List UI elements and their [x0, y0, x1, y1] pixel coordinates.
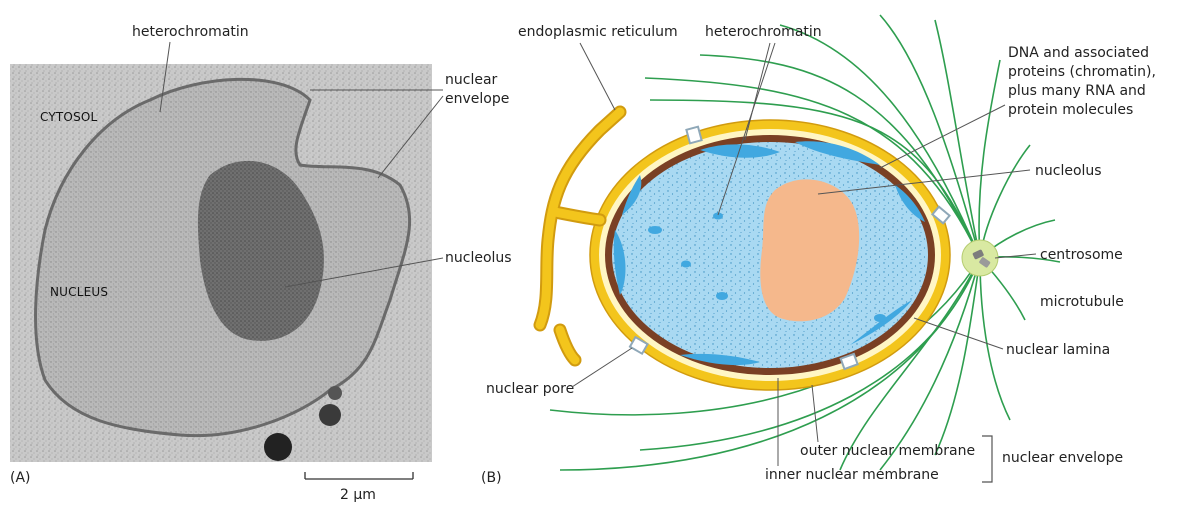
- panel-a-nuclear-envelope-label-1: nuclear: [445, 72, 498, 88]
- leader-line: [817, 169, 1031, 195]
- panel-b-nuclear-pore-label: nuclear pore: [486, 381, 574, 397]
- centrosome: [961, 239, 999, 277]
- leader-line: [377, 95, 444, 179]
- panel-a-nucleolus-label: nucleolus: [445, 250, 512, 266]
- micrograph-organelle: [264, 433, 292, 461]
- panel-b-dna-label-4: protein molecules: [1008, 102, 1133, 118]
- scale-bar: [304, 472, 414, 480]
- panel-b-heterochromatin-label: heterochromatin: [705, 24, 822, 40]
- nucleolus-shape: [760, 179, 860, 322]
- panel-a-tag: (A): [10, 470, 31, 486]
- panel-b-dna-label-1: DNA and associated: [1008, 45, 1149, 61]
- leader-line: [284, 257, 444, 288]
- micrograph-panel: [10, 64, 432, 462]
- panel-b-centrosome-label: centrosome: [1040, 247, 1123, 263]
- heterochromatin-patches: [613, 141, 925, 366]
- panel-b-microtubule-label: microtubule: [1040, 294, 1124, 310]
- micrograph-organelle: [328, 386, 342, 400]
- panel-b-nuclear-envelope-label: nuclear envelope: [1002, 450, 1123, 466]
- endoplasmic-reticulum-fill: [535, 107, 625, 365]
- micrograph-nucleolus: [197, 160, 324, 341]
- leader-line: [159, 41, 171, 113]
- leader-line: [879, 104, 1006, 169]
- nuclear-envelope-bracket: [982, 435, 993, 483]
- leader-line: [994, 253, 1037, 259]
- leader-line: [571, 347, 633, 388]
- panel-a-cytosol-label: CYTOSOL: [40, 110, 98, 124]
- leader-line: [811, 384, 819, 443]
- panel-b-dna-label-2: proteins (chromatin),: [1008, 64, 1156, 80]
- panel-b-nucleolus-label: nucleolus: [1035, 163, 1102, 179]
- panel-a-nuclear-envelope-label-2: envelope: [445, 91, 509, 107]
- leader-line: [913, 317, 1004, 350]
- panel-b-tag: (B): [481, 470, 502, 486]
- panel-b-dna-label-3: plus many RNA and: [1008, 83, 1146, 99]
- leader-line: [744, 42, 771, 141]
- panel-b-er-label: endoplasmic reticulum: [518, 24, 678, 40]
- scale-bar-label: 2 µm: [340, 487, 376, 503]
- panel-a-nucleus-label: NUCLEUS: [50, 285, 108, 299]
- panel-b-nuclear-lamina-label: nuclear lamina: [1006, 342, 1110, 358]
- panel-b-inner-membrane-label: inner nuclear membrane: [765, 467, 939, 483]
- micrograph-organelle: [319, 404, 341, 426]
- panel-a-heterochromatin-label: heterochromatin: [132, 24, 249, 40]
- nuclear-pores: [628, 125, 951, 371]
- leader-line: [717, 42, 776, 216]
- microtubules: [549, 14, 1061, 471]
- panel-b-outer-membrane-label: outer nuclear membrane: [800, 443, 975, 459]
- leader-line: [579, 42, 616, 111]
